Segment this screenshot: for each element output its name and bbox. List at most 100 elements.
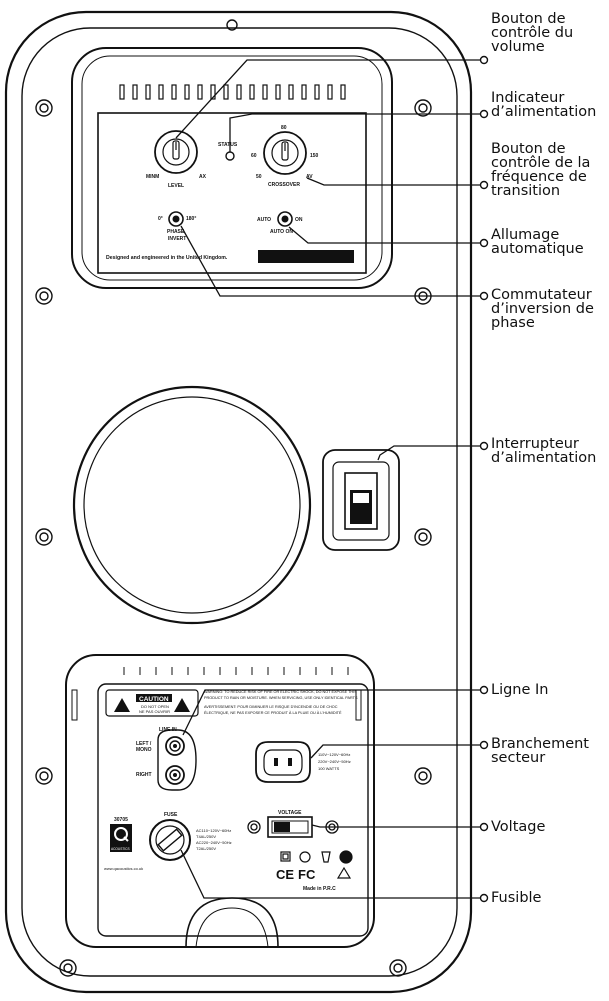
heatsink-vents [119, 84, 346, 100]
do-not-open-text: DO NOT OPEN [141, 704, 169, 709]
callout-crossover-line-4: transition [491, 183, 561, 199]
callout-auto-on: Allumage automatique [491, 228, 584, 257]
phase-180-label: 180° [186, 216, 196, 222]
callout-phase: Commutateur d’inversion de phase [491, 287, 594, 331]
level-knob[interactable] [154, 130, 198, 174]
handle-cutout [185, 897, 279, 948]
avertissement-line-1: AVERTISSEMENT: POUR DIMINUER LE RISQUE D… [204, 705, 338, 709]
callout-crossover-line-3: fréquence de [491, 169, 587, 185]
acoustics-text: ACOUSTICS [111, 847, 130, 851]
callout-line-in: Ligne In [491, 682, 549, 698]
avertissement-line-2: ÉLECTRIQUE, NE PAS EXPOSER CE PRODUIT À … [204, 710, 342, 715]
callout-endpoint-icons [479, 55, 489, 903]
phase-label-2: INVERT [168, 236, 186, 242]
volt-spec-2: 220V~240V~50Hz [318, 759, 351, 764]
level-label: LEVEL [168, 183, 184, 189]
crossover-mark-top: 80 [281, 125, 287, 131]
crossover-mark-left: 60 [251, 153, 257, 159]
callout-mains: Branchement secteur [491, 736, 589, 766]
auto-on-switch[interactable] [277, 211, 293, 227]
callout-fuse-line-1: Fusible [491, 890, 542, 906]
callout-volume-line-2: contrôle du [491, 25, 574, 41]
callout-crossover: Bouton de contrôle de la fréquence de tr… [491, 141, 591, 199]
website-text: www.qacoustics.co.uk [104, 866, 143, 871]
fuse-spec-3: AC220~240V~50Hz [196, 840, 232, 845]
cabinet-inner-outline [21, 27, 458, 977]
made-in-text: Made in P.R.C [303, 886, 336, 892]
callout-auto-on-line-2: automatique [491, 241, 584, 257]
phase-label-1: PHASE [167, 229, 185, 235]
callout-phase-line-3: phase [491, 315, 535, 331]
power-switch[interactable] [322, 449, 400, 551]
phase-switch[interactable] [168, 211, 184, 227]
control-plate [97, 112, 367, 274]
designed-text: Designed and engineered in the United Ki… [106, 255, 228, 261]
fuse-spec-2: T4AL/250V [196, 834, 216, 839]
left-mono-label-1: LEFT / [136, 741, 152, 747]
certification-icons [280, 850, 353, 879]
voltage-selector[interactable] [267, 816, 313, 838]
level-max-label: AX [199, 174, 207, 180]
control-panel-housing-inner [81, 55, 383, 281]
callout-volume-line-3: volume [491, 39, 545, 55]
crossover-mark-br: AV [306, 174, 313, 180]
callout-mains-line-1: Branchement [491, 736, 589, 752]
lower-panel-vents [71, 667, 362, 721]
callout-phase-line-2: d’inversion de [491, 301, 594, 317]
phase-0-label: 0° [158, 216, 163, 222]
callout-fuse: Fusible [491, 890, 542, 906]
callout-mains-line-2: secteur [491, 750, 546, 766]
callout-power-indicator-line-2: d’alimentation [491, 104, 597, 120]
mains-socket[interactable] [255, 741, 311, 783]
auto-on-label: AUTO ON [270, 229, 293, 235]
lower-panel-plate [97, 683, 369, 937]
volt-spec-1: 110V~120V~60Hz [318, 752, 350, 757]
auto-left-label: AUTO [257, 217, 271, 223]
auto-right-label: ON [295, 217, 303, 223]
fuse-spec-4: T2AL/250V [196, 846, 216, 851]
control-panel-housing [71, 47, 393, 289]
callout-phase-line-1: Commutateur [491, 287, 592, 303]
cabinet-outline [4, 10, 473, 994]
model-code: 30705 [114, 817, 128, 823]
status-led [225, 151, 235, 161]
crossover-label: CROSSOVER [268, 182, 300, 188]
ne-pas-ouvrir-text: NE PAS OUVRIR [139, 709, 170, 714]
fuse-holder[interactable] [149, 819, 191, 861]
warning-line-1: WARNING: TO REDUCE RISK OF FIRE OR ELECT… [204, 690, 357, 694]
callout-crossover-line-1: Bouton de [491, 141, 566, 157]
bass-port [72, 385, 312, 625]
caution-label [105, 689, 199, 717]
callout-power-indicator: Indicateur d’alimentation [491, 90, 597, 120]
crossover-mark-right: 150 [310, 153, 319, 159]
callout-power-switch-line-2: d’alimentation [491, 450, 597, 466]
callout-power-switch-line-1: Interrupteur [491, 436, 579, 452]
callout-power-switch: Interrupteur d’alimentation [491, 436, 597, 466]
left-mono-label-2: MONO [136, 747, 152, 753]
caution-text: CAUTION [139, 696, 169, 703]
ce-mark: CE [276, 867, 294, 882]
level-min-label: MINM [146, 174, 159, 180]
callout-voltage-line-1: Voltage [491, 819, 546, 835]
fcc-mark: FC [298, 867, 316, 882]
q-acoustics-logo [110, 824, 132, 852]
callout-crossover-line-2: contrôle de la [491, 155, 591, 171]
callout-voltage: Voltage [491, 819, 546, 835]
right-label: RIGHT [136, 772, 152, 778]
lower-panel-housing [65, 654, 375, 948]
callout-volume-line-1: Bouton de [491, 11, 566, 27]
status-label: STATUS [218, 142, 238, 148]
warning-line-2: PRODUCT TO RAIN OR MOISTURE. WHEN SERVIC… [204, 696, 358, 700]
leader-lines [175, 59, 481, 899]
callout-volume: Bouton de contrôle du volume [491, 11, 574, 55]
fuse-label: FUSE [164, 812, 178, 818]
callout-power-indicator-line-1: Indicateur [491, 90, 565, 106]
crossover-knob[interactable] [263, 131, 307, 175]
callout-line-in-line-1: Ligne In [491, 682, 549, 698]
handle-cutout-inner [195, 907, 269, 948]
voltage-label: VOLTAGE [278, 810, 302, 816]
fuse-spec-1: AC110~120V~60Hz [196, 828, 231, 833]
volt-spec-3: 100 WATTS [318, 766, 340, 771]
line-in-jacks[interactable] [157, 729, 197, 791]
